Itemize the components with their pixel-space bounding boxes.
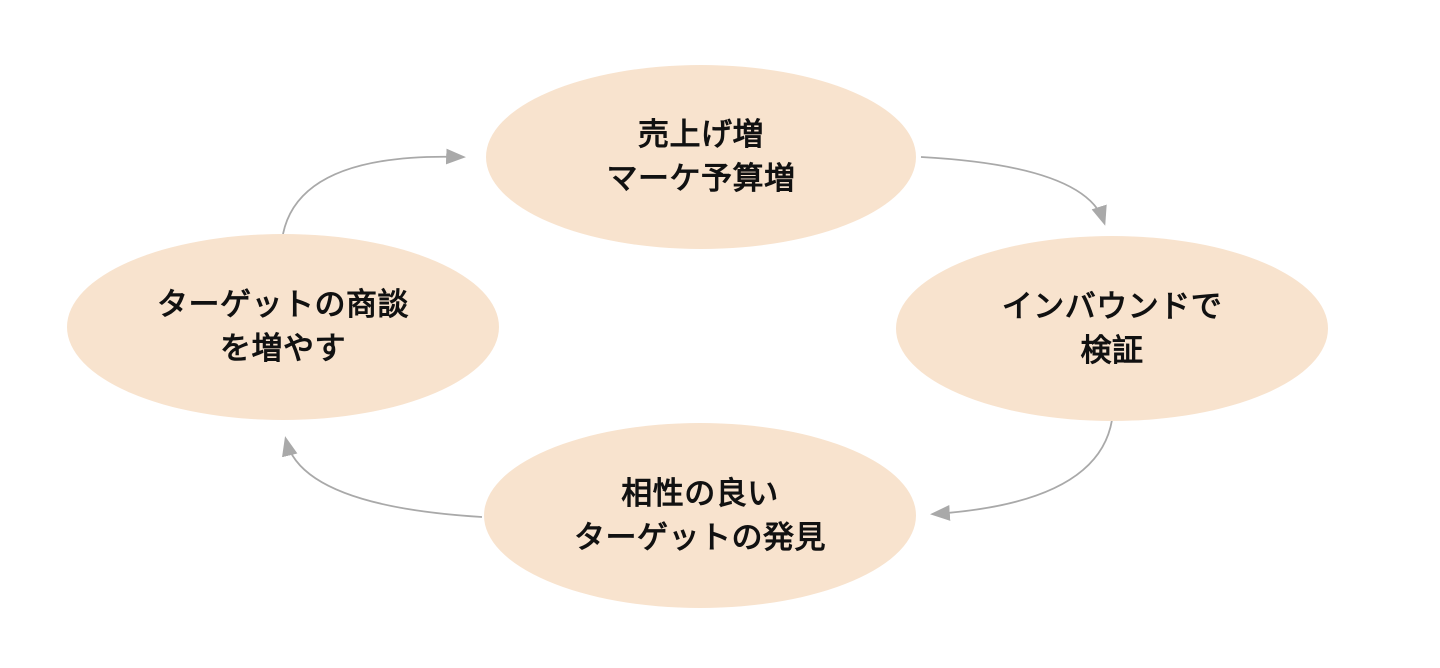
node-target-discovery-label: 相性の良い ターゲットの発見 xyxy=(574,475,826,555)
arrow-bottom-to-left xyxy=(282,436,483,518)
node-sales-increase-label: 売上げ増 マーケ予算増 xyxy=(606,117,796,196)
arrow-left-to-top xyxy=(282,148,466,235)
node-target-meetings: ターゲットの商談 を増やす xyxy=(67,234,499,420)
node-target-meetings-label: ターゲットの商談 を増やす xyxy=(157,287,409,366)
node-target-discovery: 相性の良い ターゲットの発見 xyxy=(484,423,916,608)
arrow-top-to-right xyxy=(920,156,1107,226)
arrow-right-to-bottom xyxy=(930,419,1113,521)
node-inbound-validation-label: インバウンドで 検証 xyxy=(1001,288,1223,368)
node-sales-increase: 売上げ増 マーケ予算増 xyxy=(486,65,916,249)
node-inbound-validation: インバウンドで 検証 xyxy=(896,236,1328,421)
